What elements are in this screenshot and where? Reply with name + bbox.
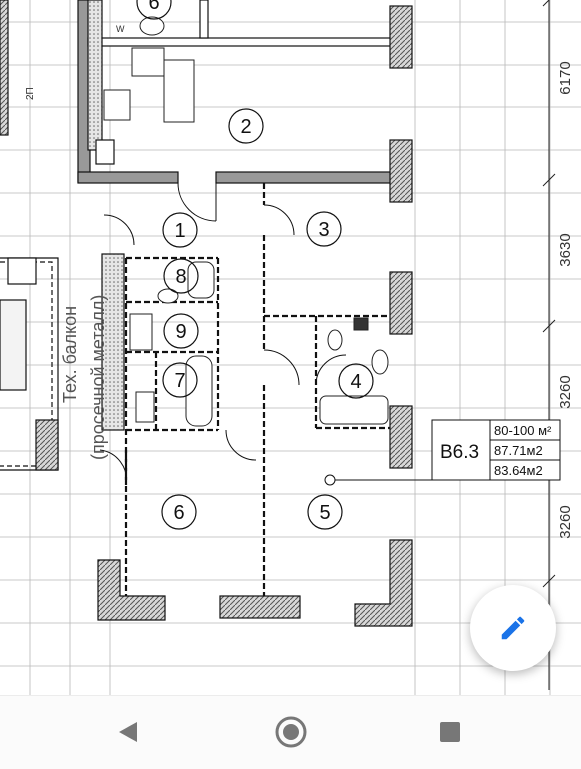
room-number-5: 5 (319, 502, 330, 524)
dimension-label-2: 3630 (557, 233, 574, 266)
w-label: W (116, 24, 125, 34)
floor-plan: 6170 3630 3260 3260 (0, 0, 581, 695)
room-number-6-top: 6 (148, 0, 159, 14)
balcony (0, 253, 125, 471)
room-number-9: 9 (175, 321, 186, 343)
recents-button[interactable] (432, 714, 468, 750)
balcony-sublabel: (просечной металл) (88, 295, 108, 460)
balcony-label: Тех. балкон (60, 306, 80, 403)
room-number-8: 8 (175, 266, 186, 288)
room-number-1: 1 (174, 220, 185, 242)
room-number-3: 3 (318, 219, 329, 241)
room-number-6: 6 (173, 502, 184, 524)
dimension-label-1: 6170 (557, 61, 574, 94)
dimension-label-3: 3260 (557, 375, 574, 408)
recents-square-icon (440, 722, 460, 742)
living-area: 83.64м2 (494, 463, 543, 478)
edit-fab-button[interactable] (470, 585, 556, 671)
fixtures (103, 16, 389, 427)
dimension-line (542, 0, 556, 690)
walls (0, 0, 394, 184)
room-number-7: 7 (174, 370, 185, 392)
room-number-2: 2 (240, 116, 251, 138)
lift-label: 2П (25, 87, 36, 100)
total-area: 87.71м2 (494, 443, 543, 458)
dimension-label-4: 3260 (557, 505, 574, 538)
area-range: 80-100 м² (494, 423, 552, 438)
apartment-tag: B6.3 80-100 м² 87.71м2 83.64м2 (324, 419, 561, 486)
home-circle-icon (275, 716, 307, 748)
apartment-code: B6.3 (440, 442, 479, 463)
doors (99, 182, 347, 486)
grid-lines (0, 0, 581, 695)
room-number-4: 4 (350, 371, 361, 393)
pencil-icon (501, 616, 525, 640)
back-button[interactable] (110, 714, 146, 750)
system-navigation-bar (0, 695, 581, 769)
room-markers (136, 0, 374, 530)
home-button[interactable] (273, 714, 309, 750)
back-triangle-icon (119, 722, 137, 742)
columns (87, 0, 413, 627)
